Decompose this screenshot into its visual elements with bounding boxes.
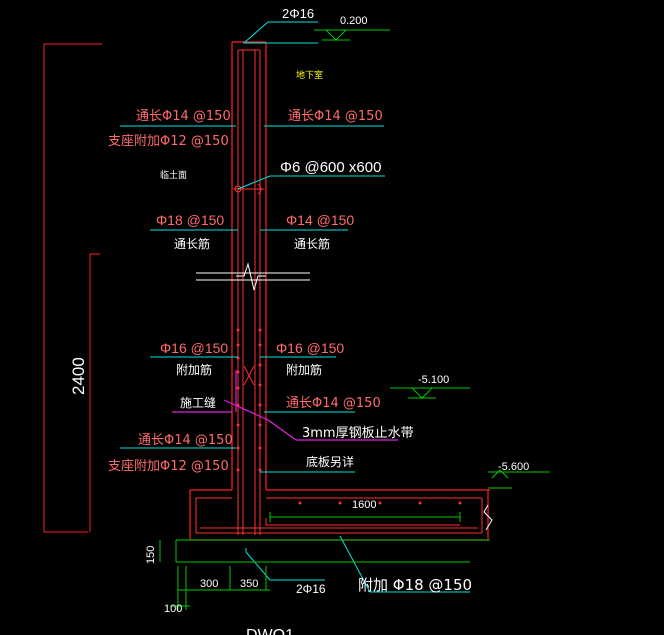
- rebar-dots: [236, 328, 462, 505]
- label-right-vert: Φ14 @150: [286, 212, 354, 228]
- label-left-add-sub: 附加筋: [176, 362, 212, 377]
- slab-break-line: [483, 504, 493, 531]
- label-right-cont-bot: 通长Φ14 @150: [286, 396, 381, 411]
- label-dim-2400: 2400: [69, 357, 88, 395]
- label-left-cont-top: 通长Φ14 @150: [136, 109, 231, 124]
- label-elev-mid: -5.100: [418, 374, 449, 386]
- label-right-cont-top: 通长Φ14 @150: [288, 109, 383, 124]
- label-right-vert-sub: 通长筋: [294, 236, 330, 251]
- label-dim-350: 350: [240, 578, 258, 590]
- label-elev-top: 0.200: [340, 15, 368, 27]
- label-right-add-sub: 附加筋: [286, 362, 322, 377]
- dim-2400: [43, 43, 102, 533]
- label-right-add: Φ16 @150: [276, 340, 344, 356]
- label-left-support-top: 支座附加Φ12 @150: [108, 134, 229, 149]
- label-soil-face: 临土面: [160, 169, 187, 181]
- break-line: [196, 262, 310, 291]
- label-elev-bot: -5.600: [498, 461, 529, 473]
- label-dim-100: 100: [164, 603, 182, 615]
- label-caption: DWQ1: [246, 627, 294, 635]
- label-dim-1600: 1600: [352, 499, 376, 511]
- label-top-bar: 2Φ16: [282, 6, 314, 21]
- label-tie: Φ6 @600 x600: [280, 159, 381, 176]
- label-bottom-add: 附加 Φ18 @150: [358, 576, 472, 594]
- annotation-text: 2Φ16 0.200 地下室 通长Φ14 @150 支座附加Φ12 @150 通…: [69, 6, 529, 635]
- dimension-lines: [159, 512, 490, 610]
- waterstop-marker: [172, 370, 398, 441]
- label-left-vert: Φ18 @150: [156, 212, 224, 228]
- label-slab-note: 底板另详: [306, 454, 354, 469]
- label-joint: 施工缝: [180, 395, 216, 410]
- label-dim-150: 150: [145, 546, 157, 564]
- label-waterstop: 3mm厚钢板止水带: [302, 426, 414, 441]
- rebar-lines: [195, 49, 483, 535]
- label-dim-300: 300: [200, 578, 218, 590]
- label-left-cont-bot: 通长Φ14 @150: [138, 433, 233, 448]
- label-left-add: Φ16 @150: [160, 340, 228, 356]
- elevation-markers: [314, 29, 550, 489]
- label-left-vert-sub: 通长筋: [174, 236, 210, 251]
- label-basement: 地下室: [296, 69, 323, 81]
- leader-lines: [120, 21, 470, 593]
- label-left-support-bot: 支座附加Φ12 @150: [108, 459, 229, 474]
- label-bot-bar: 2Φ16: [296, 582, 326, 596]
